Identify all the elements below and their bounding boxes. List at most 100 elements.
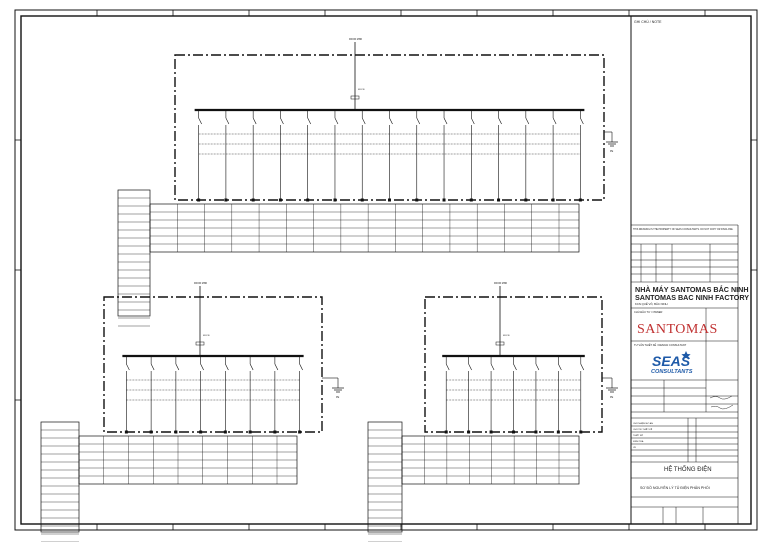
branch-breaker-contact <box>175 363 180 371</box>
earth-label: PE <box>336 396 340 399</box>
branch-breaker-contact <box>498 117 502 125</box>
owner-label: CHỦ ĐẦU TƯ / OWNER <box>634 309 663 314</box>
branch-breaker-contact <box>150 363 155 371</box>
legend-table <box>367 421 403 533</box>
branch-breaker-contact <box>334 117 339 125</box>
branch-terminal <box>534 430 538 434</box>
breaker-label: MCCB <box>203 335 210 337</box>
branch-breaker-contact <box>471 117 475 125</box>
branch-terminal <box>551 198 555 202</box>
branch-breaker-contact <box>280 117 284 125</box>
role-row-label: VẼ <box>633 446 636 449</box>
left-panel-schematic: FROM MSB MCCB PE <box>40 282 344 542</box>
branch-breaker-contact <box>558 363 562 371</box>
signature-mark-2 <box>710 404 734 410</box>
branch-breaker-contact <box>525 117 530 125</box>
earth-label: PE <box>610 396 614 399</box>
branch-terminal <box>524 198 528 202</box>
branch-breaker-contact <box>468 363 472 371</box>
branch-terminal <box>556 430 560 434</box>
branch-terminal <box>248 430 252 434</box>
branch-terminal <box>223 430 227 434</box>
seas-star-icon <box>681 351 691 360</box>
branch-breaker-contact <box>307 117 311 125</box>
branch-terminal <box>578 198 582 202</box>
branch-terminal <box>149 430 153 434</box>
branch-breaker-contact <box>198 117 202 125</box>
branch-breaker-contact <box>361 117 366 125</box>
branch-terminal <box>444 430 448 434</box>
branch-breaker-contact <box>416 117 421 125</box>
branch-terminal <box>469 198 473 202</box>
branch-terminal <box>174 430 178 434</box>
earth-label: PE <box>610 150 614 153</box>
owner-logo: SANTOMAS <box>637 322 718 337</box>
right-panel-schematic: FROM MSB MCCB PE <box>367 282 618 542</box>
branch-terminal <box>489 430 493 434</box>
incoming-feeder-label: FROM MSB <box>349 38 362 41</box>
main-breaker <box>350 95 360 100</box>
branch-terminal <box>224 198 228 202</box>
branch-breaker-contact <box>225 117 230 125</box>
branch-terminal <box>415 198 419 202</box>
branch-terminal <box>442 198 446 202</box>
branch-terminal <box>199 430 203 434</box>
incoming-feeder-label: FROM MSB <box>194 282 207 285</box>
branch-breaker-contact <box>200 363 204 371</box>
top-panel-schematic: FROM MSB MCCB PE <box>117 38 618 327</box>
branch-terminal <box>467 430 471 434</box>
branch-terminal <box>333 198 337 202</box>
branch-breaker-contact <box>490 363 495 371</box>
branch-terminal <box>298 430 302 434</box>
branch-terminal <box>360 198 364 202</box>
branch-breaker-contact <box>552 117 557 125</box>
branch-terminal <box>512 430 515 434</box>
legend-table <box>40 421 80 533</box>
branch-terminal <box>306 198 310 202</box>
system-label: HỆ THỐNG ĐIỆN <box>664 465 712 473</box>
branch-breaker-contact <box>252 117 257 125</box>
breaker-label: MCCB <box>503 335 510 337</box>
consultant-subtitle: CONSULTANTS <box>651 369 693 375</box>
title-block: GHI CHÚ / NOTE THIS DRAWING IS THE PROPE… <box>630 16 749 524</box>
breaker-label: MCCB <box>358 89 365 91</box>
branch-breaker-contact <box>389 117 393 125</box>
role-row-label: CHỦ TRÌ THIẾT KẾ <box>633 428 653 431</box>
project-address: KCN QUẾ VÕ, BẮC NINH <box>635 301 667 306</box>
role-row-label: THIẾT KẾ <box>633 434 643 437</box>
branch-breaker-contact <box>126 363 130 371</box>
main-breaker <box>195 341 205 346</box>
branch-breaker-contact <box>513 363 517 371</box>
branch-terminal <box>388 198 391 202</box>
panel-enclosure <box>103 296 323 433</box>
branch-breaker-contact <box>274 363 279 371</box>
drawing-title: SƠ ĐỒ NGUYÊN LÝ TỦ ĐIỆN PHÂN PHỐI <box>640 485 710 490</box>
branch-terminal <box>124 430 128 434</box>
notes-header: GHI CHÚ / NOTE <box>634 20 662 24</box>
incoming-feeder-label: FROM MSB <box>494 282 507 285</box>
legend-table <box>117 189 151 317</box>
main-breaker <box>495 341 505 346</box>
role-row-label: CHỦ NHIỆM ĐỒ ÁN <box>633 422 653 425</box>
branch-breaker-contact <box>535 363 540 371</box>
branch-terminal <box>579 430 583 434</box>
branch-terminal <box>497 198 501 202</box>
branch-breaker-contact <box>445 363 450 371</box>
branch-breaker-contact <box>580 363 585 371</box>
branch-breaker-contact <box>299 363 303 371</box>
branch-terminal <box>278 198 282 202</box>
border-grid-ticks <box>15 10 757 530</box>
branch-breaker-contact <box>580 117 584 125</box>
branch-terminal <box>251 198 255 202</box>
project-title-en: SANTOMAS BAC NINH FACTORY <box>635 293 749 302</box>
branch-breaker-contact <box>249 363 254 371</box>
project-title-vi: NHÀ MÁY SANTOMAS BẮC NINH <box>635 285 749 294</box>
consultant-label: TƯ VẤN THIẾT KẾ / DESIGN CONSULTANT <box>634 342 687 347</box>
branch-breaker-contact <box>225 363 229 371</box>
consultant-logo: SEAS <box>652 353 691 369</box>
branch-terminal <box>273 430 277 434</box>
branch-breaker-contact <box>443 117 448 125</box>
notice-text: THIS DRAWING IS THE PROPERTY OF SEAS CON… <box>633 228 734 231</box>
signature-mark <box>709 395 733 400</box>
